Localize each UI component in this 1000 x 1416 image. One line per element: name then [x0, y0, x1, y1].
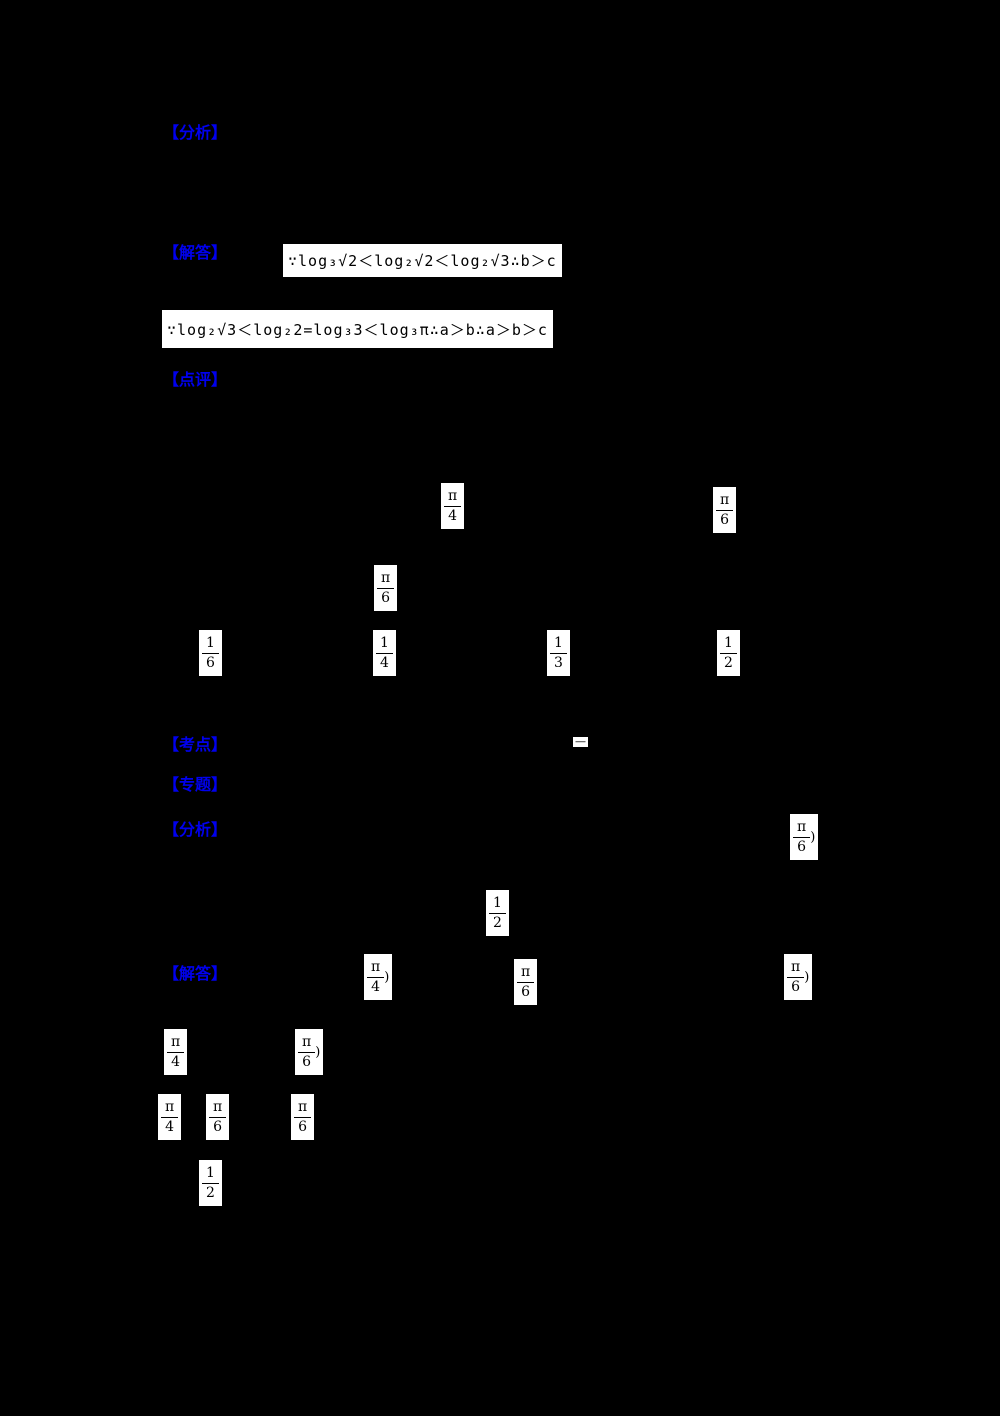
fraction-numerator: π	[444, 488, 462, 507]
fraction-chip: 1 3	[547, 630, 570, 676]
fraction-denominator: 4	[165, 1118, 175, 1135]
fraction: π 6	[517, 964, 535, 1001]
fraction-chip: π 6	[713, 487, 737, 533]
label-analysis-2: 【分析】	[163, 820, 228, 839]
label-topic-2: 【专题】	[163, 775, 228, 794]
fraction-numerator: π	[517, 964, 535, 983]
fraction-denominator: 6	[206, 654, 215, 671]
fraction-denominator: 4	[380, 654, 389, 671]
fraction: π 4	[444, 488, 462, 525]
fraction: π 6	[793, 819, 811, 856]
fraction-chip: π 6 )	[784, 954, 813, 1000]
fraction: 1 2	[720, 635, 737, 672]
fraction-numerator: π	[367, 959, 385, 978]
fraction-denominator: 6	[298, 1118, 308, 1135]
fraction-chip: π 6	[206, 1094, 230, 1140]
fraction-numerator: π	[167, 1034, 185, 1053]
fraction-chip: π 6	[514, 959, 538, 1005]
fraction-chip: π 6 )	[790, 814, 819, 860]
label-comment-1: 【点评】	[163, 370, 228, 389]
fraction-denominator: 4	[171, 1053, 181, 1070]
fraction-chip: π 4 )	[364, 954, 393, 1000]
fraction-numerator: π	[294, 1099, 312, 1118]
fraction-numerator: 1	[720, 635, 737, 654]
fraction-numerator: 1	[489, 895, 506, 914]
fraction-chip: π 4	[158, 1094, 182, 1140]
fraction: π 6	[377, 570, 395, 607]
fraction-bar-fragment: —	[573, 735, 588, 748]
fraction-chip: 1 2	[199, 1160, 222, 1206]
fraction: π 6	[294, 1099, 312, 1136]
label-answer-2: 【解答】	[163, 964, 228, 983]
fraction-denominator: 6	[521, 983, 531, 1000]
fraction-numerator: π	[298, 1034, 316, 1053]
fraction-denominator: 4	[371, 978, 381, 995]
fraction-chip: π 6 )	[295, 1029, 324, 1075]
fraction: 1 3	[550, 635, 567, 672]
fraction-suffix: )	[810, 829, 816, 845]
fraction-denominator: 3	[554, 654, 563, 671]
fraction-numerator: 1	[376, 635, 393, 654]
fraction: π 6	[716, 492, 734, 529]
fraction: π 6	[787, 959, 805, 996]
label-answer-1: 【解答】	[163, 243, 228, 262]
fraction-chip: 1 2	[717, 630, 740, 676]
fraction-numerator: π	[787, 959, 805, 978]
fraction-suffix: )	[384, 969, 390, 985]
fraction-numerator: π	[161, 1099, 179, 1118]
fraction: 1 2	[489, 895, 506, 932]
fraction-numerator: π	[377, 570, 395, 589]
fraction: 1 4	[376, 635, 393, 672]
fraction-denominator: 6	[720, 511, 730, 528]
fraction-denominator: 6	[381, 589, 391, 606]
fraction-denominator: 6	[791, 978, 801, 995]
fraction: 1 2	[202, 1165, 219, 1202]
fraction-chip: 1 6	[199, 630, 222, 676]
fraction-numerator: π	[716, 492, 734, 511]
fraction: 1 6	[202, 635, 219, 672]
fraction-numerator: 1	[202, 1165, 219, 1184]
fraction-denominator: 6	[797, 838, 807, 855]
fraction-numerator: 1	[550, 635, 567, 654]
fraction-chip: π 4	[441, 483, 465, 529]
equation-log-comparison-a-b-c: ∵log₂√3＜log₂2=log₃3＜log₃π∴a＞b∴a＞b＞c	[162, 310, 553, 348]
fraction-denominator: 4	[448, 507, 458, 524]
fraction-suffix: )	[804, 969, 810, 985]
label-analysis-1: 【分析】	[163, 123, 228, 142]
fraction-numerator: π	[793, 819, 811, 838]
fraction-suffix: )	[315, 1044, 321, 1060]
fraction-numerator: π	[209, 1099, 227, 1118]
equation-log-comparison-b-c: ∵log₃√2＜log₂√2＜log₂√3∴b＞c	[283, 244, 562, 277]
fraction-denominator: 2	[206, 1184, 215, 1201]
fraction-numerator: 1	[202, 635, 219, 654]
fraction: π 4	[161, 1099, 179, 1136]
fraction-denominator: 6	[213, 1118, 223, 1135]
fraction: π 4	[367, 959, 385, 996]
fraction-chip: 1 4	[373, 630, 396, 676]
fraction-denominator: 6	[302, 1053, 312, 1070]
fraction-denominator: 2	[493, 914, 502, 931]
fraction: π 6	[209, 1099, 227, 1136]
fraction: π 4	[167, 1034, 185, 1071]
fraction: π 6	[298, 1034, 316, 1071]
fraction-chip: π 4	[164, 1029, 188, 1075]
fraction-chip: 1 2	[486, 890, 509, 936]
fraction-chip: π 6	[374, 565, 398, 611]
fraction-chip: π 6	[291, 1094, 315, 1140]
label-concept-2: 【考点】	[163, 735, 228, 754]
fraction-denominator: 2	[724, 654, 733, 671]
